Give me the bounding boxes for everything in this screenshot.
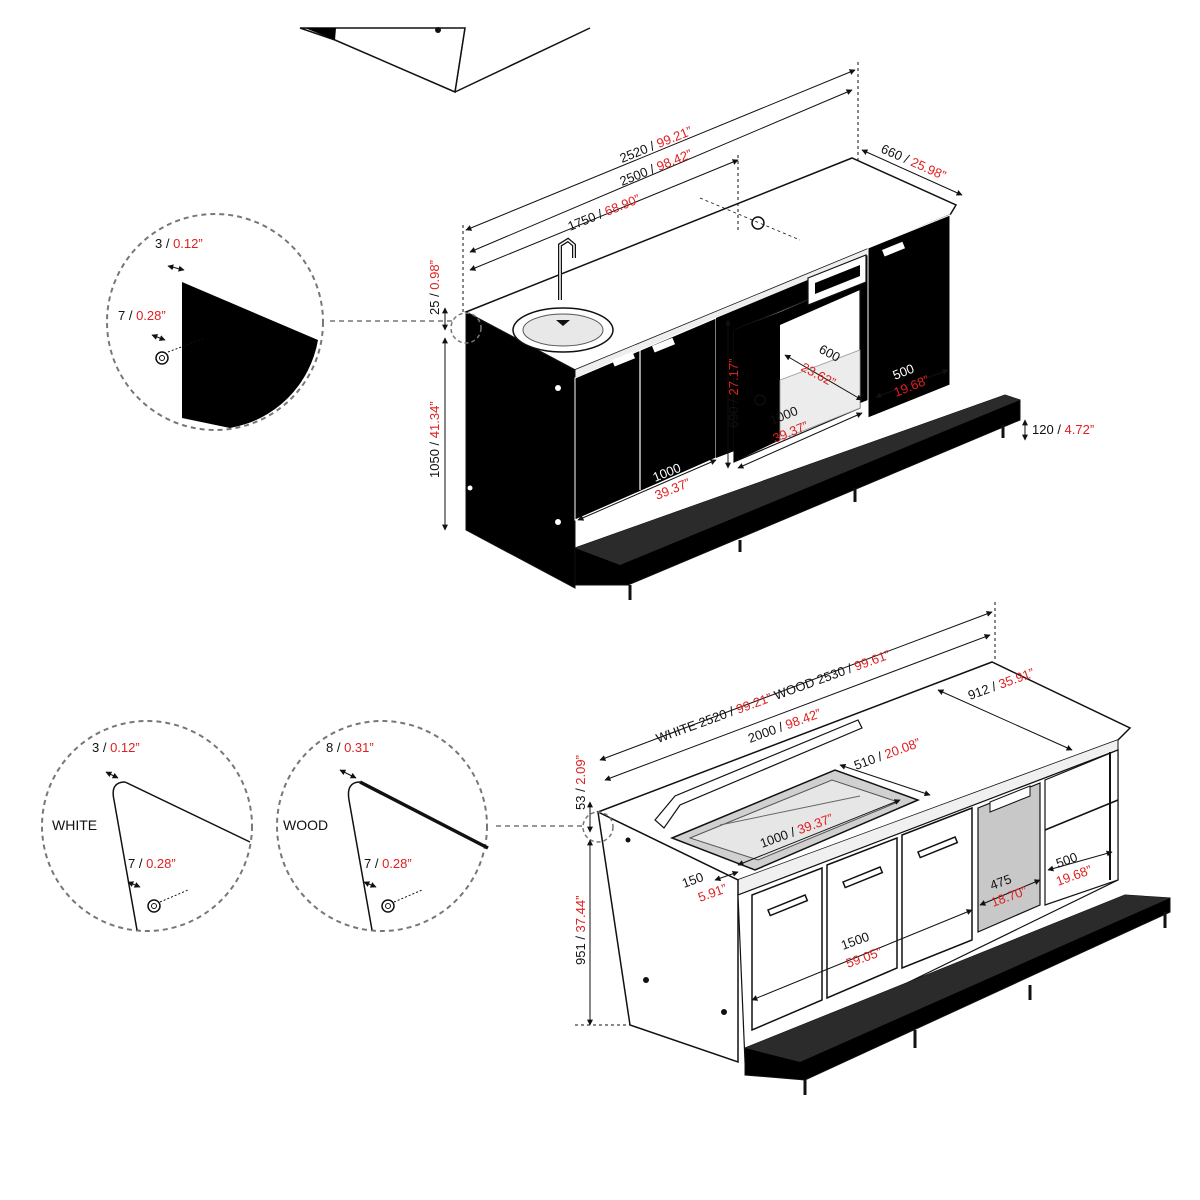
white-edge-detail-callout: WHITE 3 / 0.12” 7 / 0.28” xyxy=(41,720,253,932)
top-edge-detail-callout: 3 / 0.12” 7 / 0.28” xyxy=(106,213,324,431)
ice-panel xyxy=(977,782,1041,933)
white-callout-edge-label: 3 / 0.12” xyxy=(92,740,140,755)
dim-niche-height: 690 / 27.17” xyxy=(726,359,741,428)
dim-front-offset-mm: 150 xyxy=(680,869,706,891)
white-callout-screw-label: 7 / 0.28” xyxy=(128,856,176,871)
dim-height: 1050 / 41.34” xyxy=(427,401,442,478)
white-callout-title: WHITE xyxy=(52,817,97,833)
wood-callout-edge-label: 8 / 0.31” xyxy=(326,740,374,755)
top-unit-right-cabinet xyxy=(867,214,951,419)
dim-height-b: 951 / 37.44” xyxy=(573,896,588,965)
drawer-3 xyxy=(901,806,973,970)
callout-screw-label: 7 / 0.28” xyxy=(118,308,166,323)
dim-top-thickness: 25 / 0.98” xyxy=(427,260,442,315)
dim-top-thickness-b: 53 / 2.09” xyxy=(573,755,588,810)
dim-ice-panel-mm: 475 xyxy=(988,871,1014,893)
callout-edge-label: 3 / 0.12” xyxy=(155,236,203,251)
dim-step-height: 120 / 4.72” xyxy=(1032,422,1094,437)
cropped-unit-fragment xyxy=(299,27,591,94)
wood-callout-title: WOOD xyxy=(283,817,328,833)
top-unit-dimension-lines xyxy=(330,62,1028,531)
bottom-unit-dimension-lines xyxy=(496,602,1113,1026)
dim-sink-span: 1750 / 68.90” xyxy=(566,191,643,234)
top-unit-labels: 2520 / 99.21” 2500 / 98.42” 1750 / 68.90… xyxy=(427,123,1094,503)
dim-shelf-width-mm: 500 xyxy=(1054,849,1080,871)
wood-edge-detail-callout: WOOD 8 / 0.31” 7 / 0.28” xyxy=(276,720,489,932)
top-unit-left-panel xyxy=(465,311,576,589)
bottom-unit-left-panel xyxy=(597,810,739,1064)
wood-callout-screw-label: 7 / 0.28” xyxy=(364,856,412,871)
